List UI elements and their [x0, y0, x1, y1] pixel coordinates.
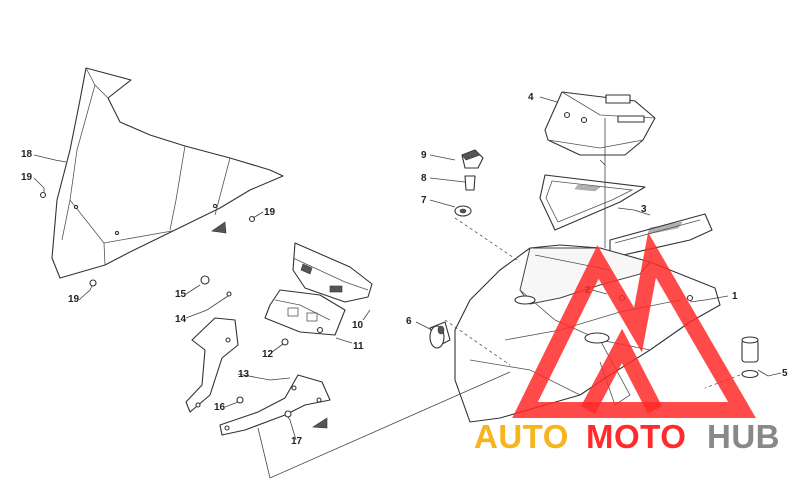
callout-4: 4 [528, 92, 534, 103]
mounting-bracket-part [185, 317, 331, 436]
callout-9: 9 [421, 150, 427, 161]
key-switch-parts [454, 149, 484, 217]
watermark-text-auto: AUTO [474, 418, 569, 455]
callout-18: 18 [21, 149, 33, 160]
instrument-bracket-part [264, 289, 346, 336]
reference-arrows [211, 221, 328, 429]
callout-19-top-left: 19 [21, 172, 33, 183]
callout-13: 13 [238, 369, 250, 380]
callout-6: 6 [406, 316, 412, 327]
callout-14: 14 [175, 314, 187, 325]
callout-19-bottom: 19 [68, 294, 80, 305]
watermark-triangle-mark [512, 232, 756, 418]
callout-7: 7 [421, 195, 427, 206]
arrow-marker-right [312, 417, 328, 429]
callout-17: 17 [291, 436, 303, 447]
callout-5: 5 [782, 368, 788, 379]
watermark-logo: AUTO MOTO HUB [474, 232, 780, 455]
callout-12: 12 [262, 349, 274, 360]
upper-cover-part [544, 91, 656, 156]
windshield-part [51, 67, 284, 279]
arrow-marker-left [211, 221, 227, 234]
leader-lines [33, 96, 782, 479]
watermark-text-moto: MOTO [586, 418, 686, 455]
socket-part [741, 336, 759, 379]
instrument-housing-part [292, 242, 373, 303]
callout-11: 11 [353, 341, 364, 352]
callout-16: 16 [214, 402, 226, 413]
callout-15: 15 [175, 289, 187, 300]
callout-3: 3 [641, 204, 647, 215]
callout-1: 1 [732, 291, 738, 302]
callout-labels: 1 2 3 4 5 6 7 8 9 10 11 12 13 14 15 16 1… [21, 92, 788, 447]
watermark-inner-triangle [580, 328, 663, 414]
callout-8: 8 [421, 173, 427, 184]
callout-10: 10 [352, 320, 364, 331]
connector-part [429, 321, 451, 349]
watermark-text-hub: HUB [707, 418, 780, 455]
callout-19-right: 19 [264, 207, 276, 218]
